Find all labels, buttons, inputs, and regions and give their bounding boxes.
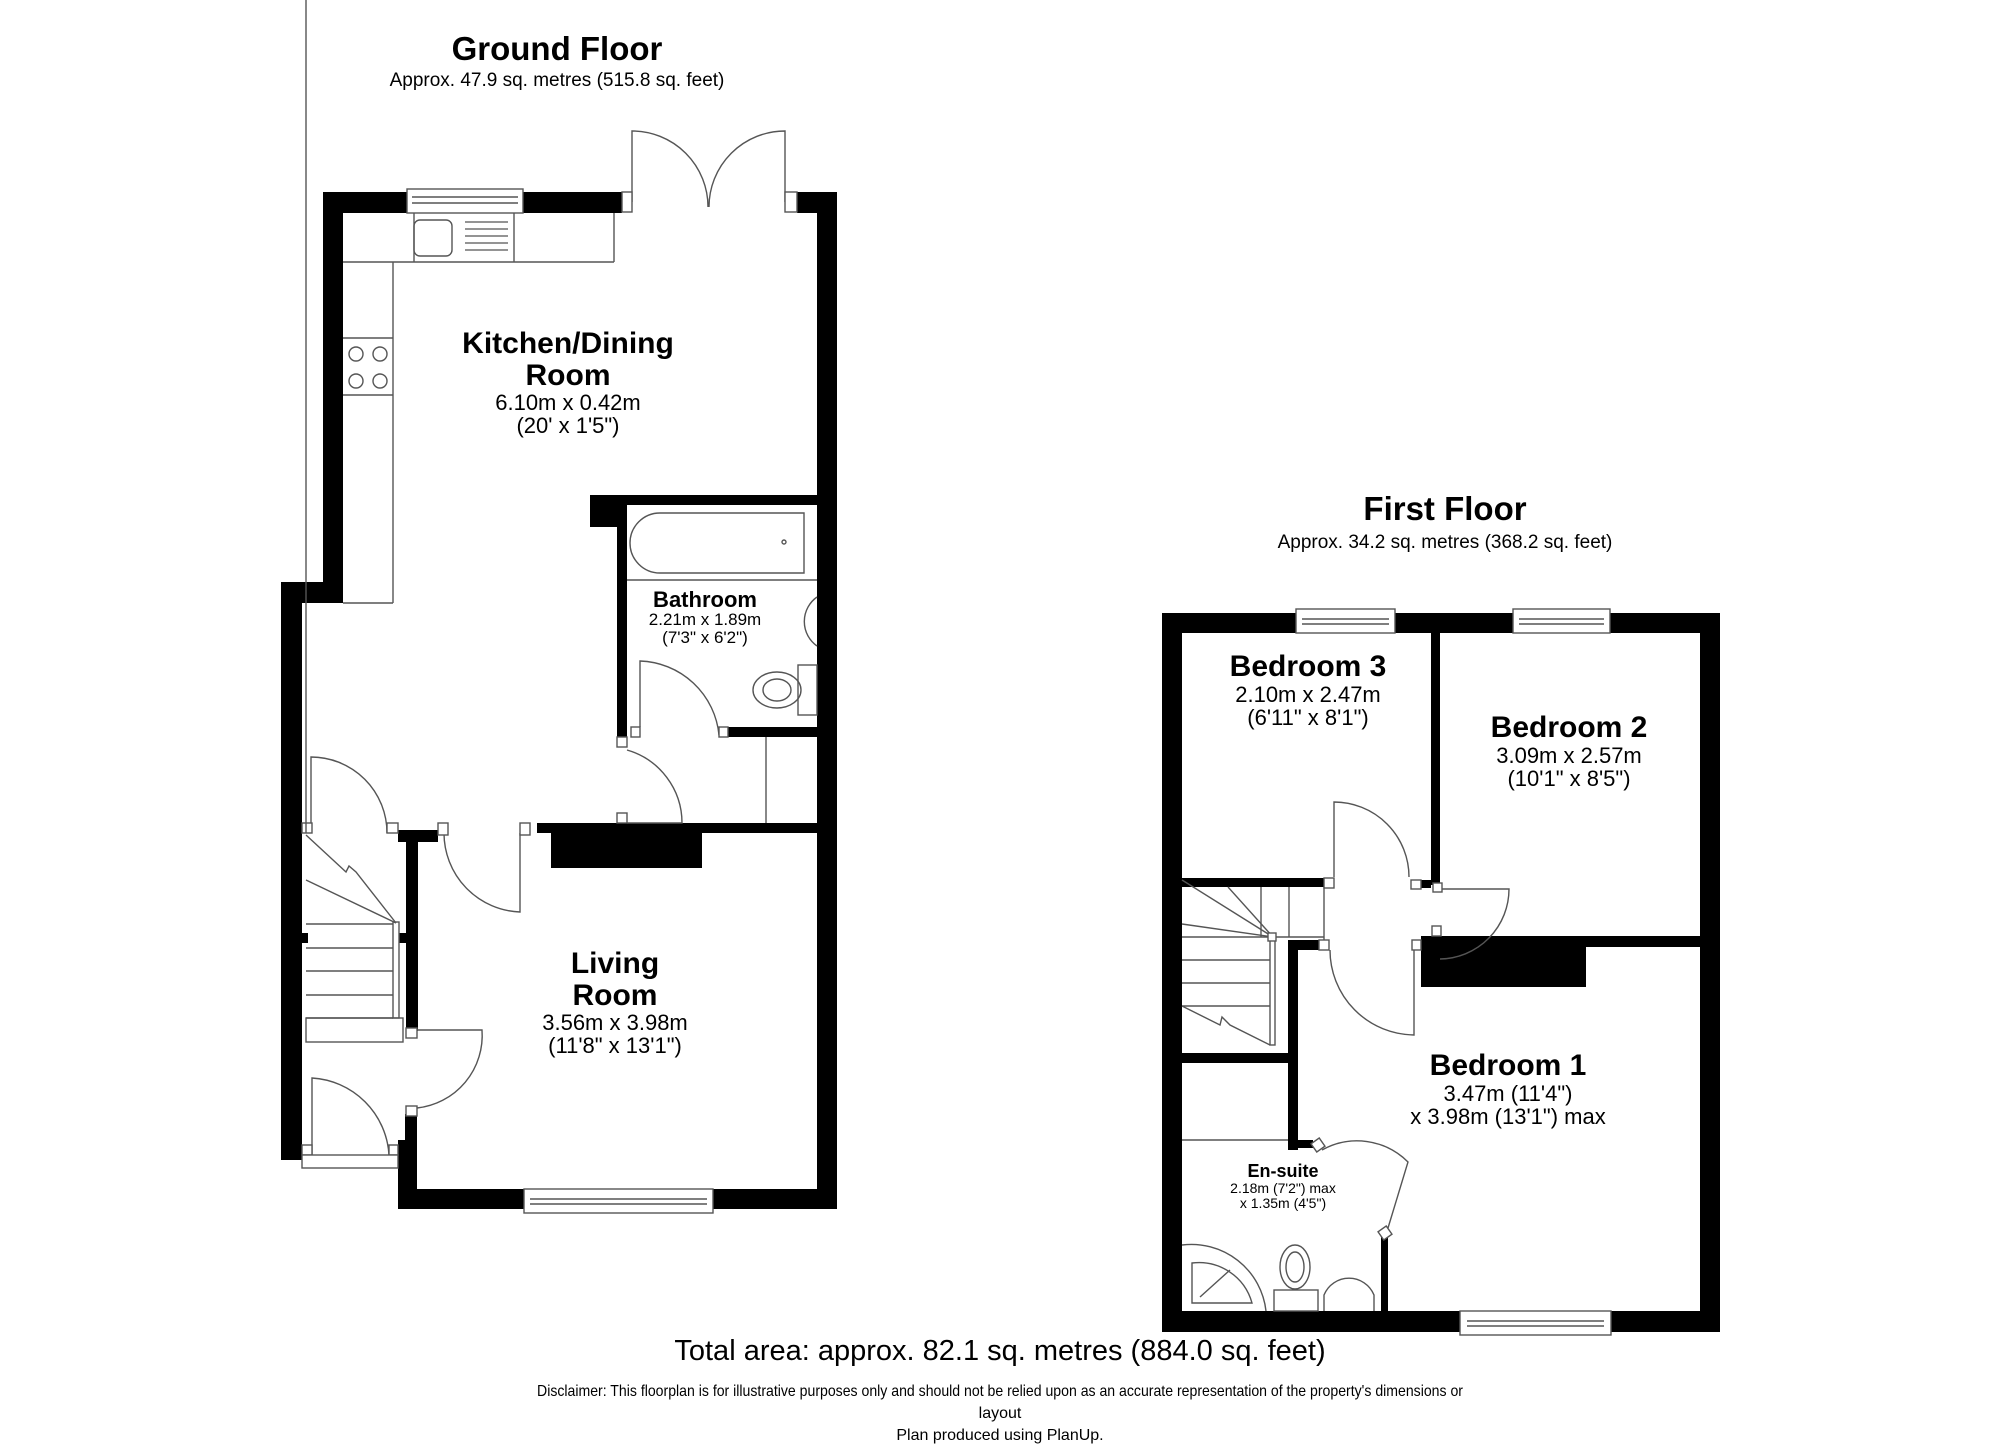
room-bedroom-1: Bedroom 1 3.47m (11'4") x 3.98m (13'1") … bbox=[1410, 1050, 1605, 1128]
room-dim-metric: 6.10m x 0.42m bbox=[495, 390, 641, 415]
room-name-line2: Room bbox=[572, 978, 658, 1012]
room-dim-imperial: (20' x 1'5") bbox=[516, 413, 620, 439]
room-dim-metric: 2.10m x 2.47m bbox=[1235, 681, 1381, 707]
ground-floor-title: Ground Floor bbox=[451, 30, 663, 67]
room-name: Bedroom 2 bbox=[1490, 711, 1648, 744]
disclaimer-line-1: Disclaimer: This floorplan is for illust… bbox=[537, 1383, 1463, 1400]
room-bedroom-2: Bedroom 2 3.09m x 2.57m (10'1" x 8'5") bbox=[1491, 712, 1648, 790]
room-dim-metric: 3.47m (11'4") bbox=[1443, 1080, 1573, 1106]
total-area: Total area: approx. 82.1 sq. metres (884… bbox=[674, 1335, 1326, 1367]
room-name: Bedroom 3 bbox=[1229, 650, 1387, 683]
room-dim-imperial: (11'8" x 13'1") bbox=[548, 1033, 682, 1059]
room-name-line2: Room bbox=[525, 358, 611, 392]
ground-floor-area: Approx. 47.9 sq. metres (515.8 sq. feet) bbox=[389, 70, 725, 91]
room-dim-imperial: x 3.98m (13'1") max bbox=[1410, 1103, 1606, 1129]
room-living: Living Room 3.56m x 3.98m (11'8" x 13'1"… bbox=[542, 948, 688, 1057]
room-dim-imperial: (6'11" x 8'1") bbox=[1247, 704, 1369, 730]
room-bathroom: Bathroom 2.21m x 1.89m (7'3" x 6'2") bbox=[649, 588, 761, 647]
room-dim-metric: 3.09m x 2.57m bbox=[1496, 742, 1642, 768]
produced-by: Plan produced using PlanUp. bbox=[896, 1427, 1104, 1444]
room-name: En-suite bbox=[1247, 1161, 1319, 1181]
first-floor-area: Approx. 34.2 sq. metres (368.2 sq. feet) bbox=[1277, 532, 1613, 553]
ground-floor-plan bbox=[281, 0, 837, 1214]
first-floor-title: First Floor bbox=[1363, 490, 1527, 527]
room-dim-metric: 2.21m x 1.89m bbox=[648, 610, 762, 630]
disclaimer-line-2: layout bbox=[978, 1405, 1022, 1422]
room-dim-imperial: (10'1" x 8'5") bbox=[1507, 765, 1631, 791]
room-en-suite: En-suite 2.18m (7'2") max x 1.35m (4'5") bbox=[1230, 1162, 1336, 1210]
room-name: Living bbox=[570, 947, 660, 980]
room-dim-metric: 2.18m (7'2") max bbox=[1230, 1179, 1336, 1196]
room-name: Bedroom 1 bbox=[1429, 1049, 1587, 1082]
room-dim-imperial: x 1.35m (4'5") bbox=[1239, 1194, 1327, 1211]
room-kitchen-dining: Kitchen/Dining Room 6.10m x 0.42m (20' x… bbox=[462, 328, 674, 437]
room-name: Bathroom bbox=[653, 587, 757, 612]
room-name: Kitchen/Dining bbox=[462, 327, 674, 360]
room-bedroom-3: Bedroom 3 2.10m x 2.47m (6'11" x 8'1") bbox=[1230, 651, 1387, 729]
room-dim-metric: 3.56m x 3.98m bbox=[542, 1010, 688, 1035]
room-dim-imperial: (7'3" x 6'2") bbox=[662, 627, 748, 647]
first-floor-plan bbox=[1162, 608, 1720, 1336]
